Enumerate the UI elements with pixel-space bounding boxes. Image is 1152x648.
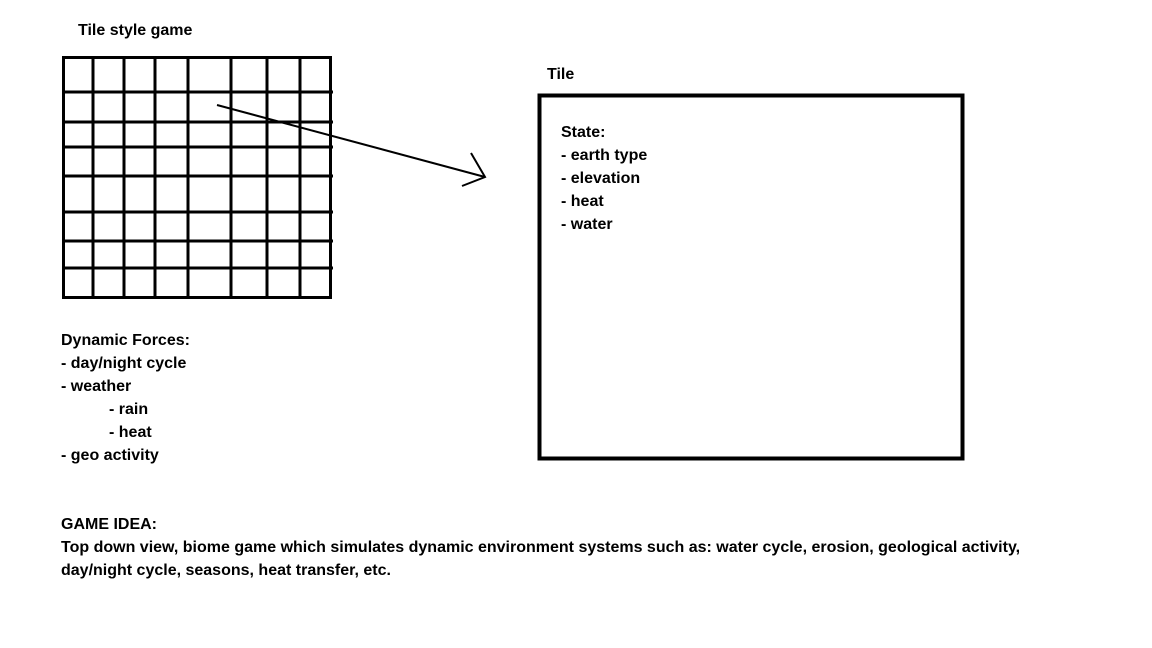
game-idea: GAME IDEA: Top down view, biome game whi… <box>61 513 1020 582</box>
state-heading: State: <box>561 124 606 141</box>
arrow-head <box>461 152 487 187</box>
zoom-arrow <box>216 104 487 187</box>
state-item: - elevation <box>561 170 641 187</box>
force-item: - day/night cycle <box>61 355 187 372</box>
dynamic-forces-list: Dynamic Forces: - day/night cycle - weat… <box>61 329 190 467</box>
force-subitem: - heat <box>109 424 152 441</box>
state-item: - water <box>561 216 613 233</box>
state-item: - earth type <box>561 147 648 164</box>
force-item: - geo activity <box>61 447 159 464</box>
forces-heading: Dynamic Forces: <box>61 332 190 349</box>
tile-grid <box>62 56 333 299</box>
force-item: - weather <box>61 378 132 395</box>
game-idea-line: Top down view, biome game which simulate… <box>61 539 1021 556</box>
game-idea-heading: GAME IDEA: <box>61 516 157 533</box>
force-subitem: - rain <box>109 401 149 418</box>
arrow-shaft <box>216 104 486 178</box>
grid-title: Tile style game <box>78 22 193 39</box>
state-item: - heat <box>561 193 604 210</box>
tile-box <box>537 93 965 461</box>
tile-title: Tile <box>547 66 575 83</box>
tile-state-list: State: - earth type - elevation - heat -… <box>561 121 647 236</box>
game-idea-line: day/night cycle, seasons, heat transfer,… <box>61 562 391 579</box>
